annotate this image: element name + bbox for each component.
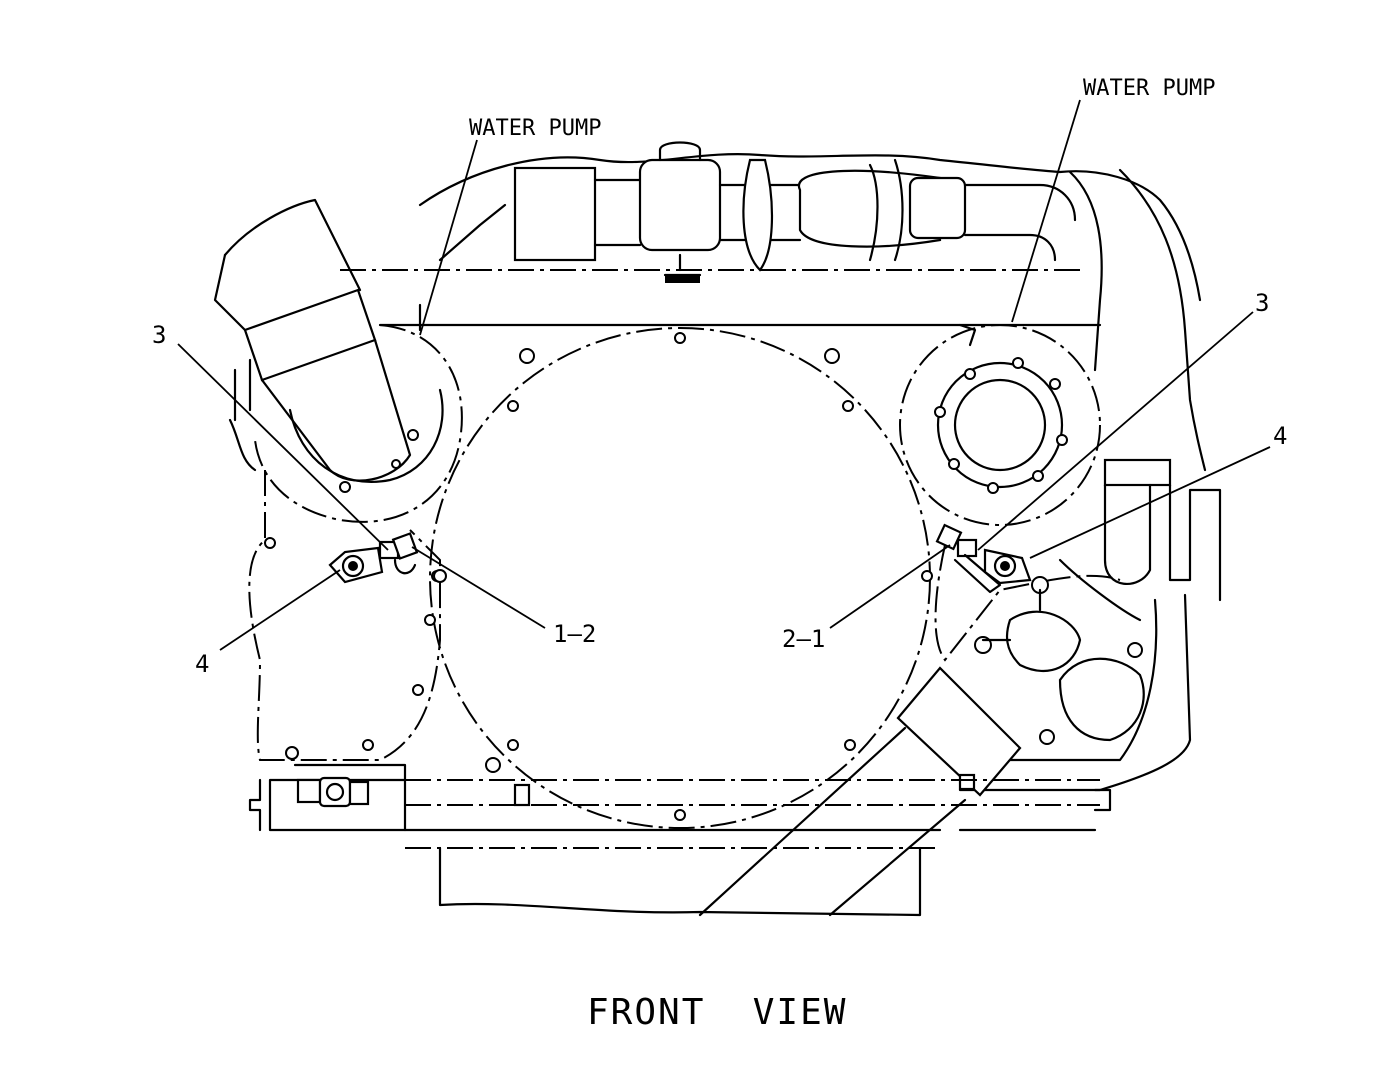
right-air-duct [698,666,1022,917]
callout-2-1: 2–1 [782,625,825,653]
water-pump-label-left: WATER PUMP [469,116,601,141]
view-title: FRONT VIEW [587,992,847,1033]
leader-lines [177,99,1271,651]
left-water-pump [254,324,463,523]
engine-top-outline [340,153,1202,332]
right-exhaust-pipe [1068,168,1222,602]
water-pump-label-right: WATER PUMP [1083,76,1215,101]
left-fitting-assembly [328,532,419,584]
callout-1-2: 1–2 [553,620,596,648]
flywheel-housing [429,327,933,829]
right-fitting-assembly [935,523,1032,594]
callout-3-left: 3 [152,321,166,349]
right-water-pump [899,323,1101,526]
right-gear-housing [934,544,1192,792]
callout-3-right: 3 [1255,289,1269,317]
intake-manifold [513,141,1077,283]
left-gear-housing [228,418,447,761]
callout-4-left: 4 [195,650,209,678]
callout-4-right: 4 [1273,422,1287,450]
left-air-inlet [213,198,412,482]
engine-base [248,763,1112,917]
